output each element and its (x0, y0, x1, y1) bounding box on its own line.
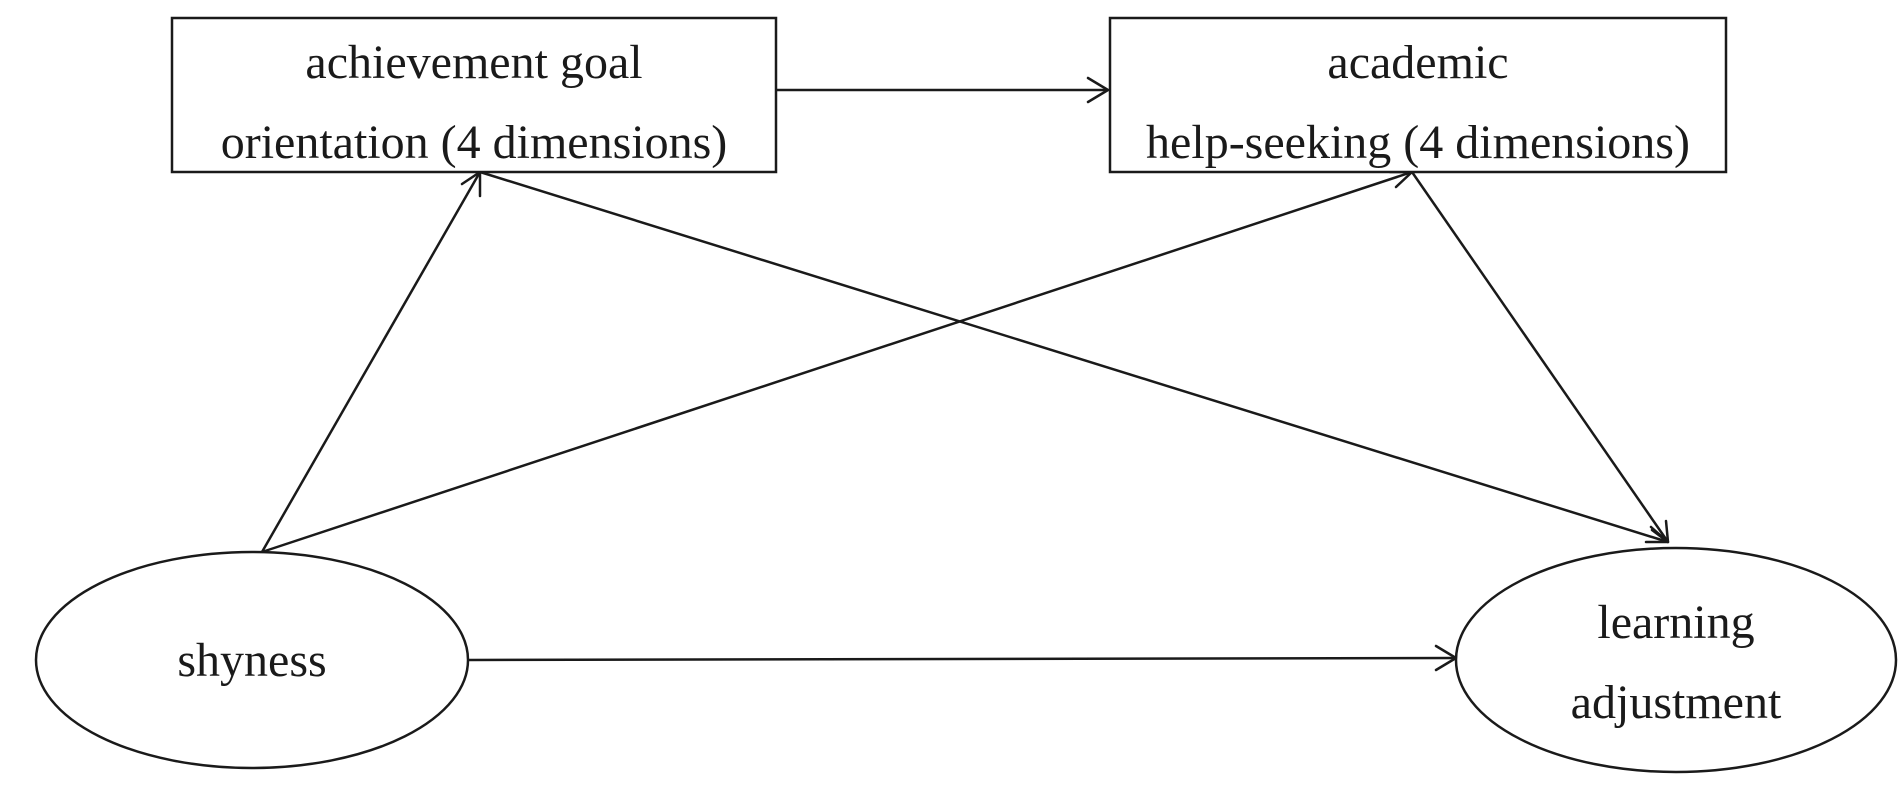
arrowhead (1086, 76, 1110, 104)
node-learning-line-2: adjustment (1571, 676, 1782, 729)
edge-goal-to-help (776, 76, 1110, 104)
node-goal-line-2: orientation (4 dimensions) (221, 116, 728, 169)
edge-goal-to-learning (479, 170, 1670, 544)
edge-shyness-to-help (261, 170, 1414, 554)
edge-help-to-learning (1410, 171, 1670, 544)
node-shyness-label: shyness (177, 634, 326, 687)
node-academic-help-seeking: academic help-seeking (4 dimensions) (1108, 16, 1728, 174)
edge-shyness-to-goal (260, 170, 482, 553)
node-achievement-goal-orientation: achievement goal orientation (4 dimensio… (170, 16, 778, 174)
node-help-line-1: academic (1327, 36, 1508, 89)
edge-shyness-to-learning (467, 644, 1458, 672)
arrowhead (1388, 170, 1414, 189)
node-goal-line-1: achievement goal (305, 36, 642, 89)
node-help-line-2: help-seeking (4 dimensions) (1146, 116, 1690, 169)
node-learning-line-1: learning (1597, 596, 1754, 649)
node-shyness: shyness (34, 550, 470, 770)
node-learning-adjustment: learning adjustment (1454, 546, 1898, 774)
arrowhead (1650, 519, 1670, 544)
